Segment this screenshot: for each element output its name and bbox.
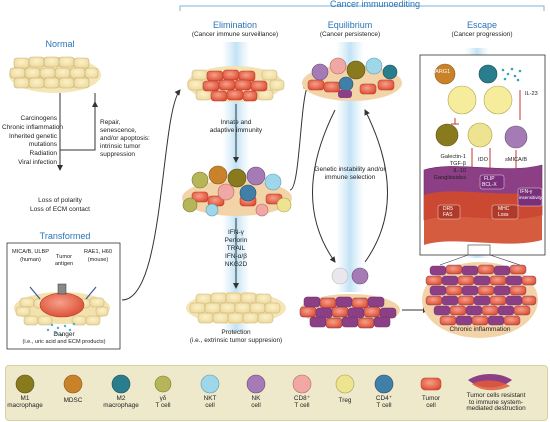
escape-tumor-mass (422, 244, 538, 338)
elimination-immune-cluster (182, 165, 292, 217)
mouse-label: (mouse) (87, 257, 109, 263)
smica-label: sMICA/B (505, 157, 528, 163)
repair-4: intrinsic tumor (100, 143, 141, 150)
tumor-label: Tumor (56, 254, 72, 260)
transformed-box (6, 242, 121, 350)
innate-2: adaptive immunity (209, 127, 263, 134)
elimination-title: Elimination (212, 20, 258, 30)
fas-label: FAS (443, 212, 453, 218)
protection-sub: (i.e., extrinsic tumor suppresion) (189, 337, 283, 344)
immunoediting-bracket (179, 5, 545, 11)
cyto-ifnab: IFN-α/β (225, 253, 247, 260)
protection-label: Protection (221, 329, 251, 336)
repair-2: senescence, (100, 127, 137, 134)
innate-1: Innate and (220, 119, 252, 126)
arg1-label: ARG1 (435, 69, 451, 75)
ifn-insens-2: insensitivity (519, 195, 543, 200)
human-label: (human) (20, 257, 41, 263)
danger-label: Danger (53, 331, 75, 338)
left-arrows (57, 93, 98, 171)
cyto-nkg2d: NKG2D (224, 261, 248, 268)
elimination-protection-tissue (186, 292, 286, 324)
legend-cd4-label: CD4⁺T cell (375, 395, 393, 409)
genetic-2: immune selection (324, 174, 376, 181)
ifn-insens-1: IFN-γ (520, 189, 533, 195)
arrow-to-elimination (121, 89, 181, 301)
repair-3: and/or apoptosis: (100, 135, 150, 142)
normal-title: Normal (45, 39, 75, 49)
bclx-label: BCL-X (482, 182, 497, 188)
legend-cd8-label: CD8⁺T cell (293, 395, 311, 409)
equilibrium-subtitle: (Cancer persistence) (319, 31, 381, 38)
cause-viral: Viral infection (18, 159, 57, 166)
cyto-ifng: IFN-γ (228, 229, 244, 236)
equilibrium-bottom-cells (299, 267, 400, 329)
dr5-label: DR5 (443, 206, 454, 212)
elimination-subtitle: (Cancer immune surveillance) (191, 31, 279, 38)
mica-label: MICA/B, ULBP (12, 249, 49, 255)
loss-label: Loss (498, 212, 509, 218)
gangliosides: Gangliosides (433, 175, 466, 181)
elimination-top-tissue (187, 66, 285, 102)
ido-label: IDO (478, 157, 488, 163)
cause-carcinogens: Carcinogens (20, 115, 58, 122)
cause-radiation: Radiation (29, 150, 57, 157)
tgfb: TGF-β (449, 161, 466, 167)
escape-box (419, 54, 546, 256)
escape-title: Escape (466, 20, 498, 30)
il10: IL-10 (453, 168, 466, 174)
galectin: Galectin-1 (440, 154, 467, 160)
chronic-inflammation-label: Chronic inflammation (449, 326, 511, 333)
flip-label: FLIP (484, 176, 495, 182)
equilibrium-title: Equilibrium (327, 20, 373, 30)
loss-ecm: Loss of ECM contact (30, 206, 90, 213)
genetic-1: Genetic instability and/or (314, 166, 386, 173)
escape-subtitle: (Cancer progression) (451, 31, 513, 38)
cause-inherited: Inherited genetic (8, 133, 57, 140)
mhc-label: MHC (498, 206, 510, 212)
normal-tissue (9, 56, 101, 93)
repair-5: suppression (100, 151, 136, 158)
legend-mdsc-label: MDSC (63, 397, 83, 404)
equilibrium-cycle-arrows (312, 109, 388, 263)
repair-1: Repair, (100, 119, 121, 126)
il23-label: IL-23 (525, 91, 538, 97)
antigen-label: antigen (54, 261, 74, 267)
cause-chronic-inflammation: Chronic inflammation (2, 124, 64, 131)
cyto-perforin: Perforin (224, 237, 248, 244)
cyto-trail: TRAIL (226, 245, 246, 252)
legend-box (5, 365, 548, 421)
equilibrium-top-cluster (302, 57, 402, 101)
loss-polarity: Loss of polarity (38, 197, 82, 204)
cancer-immunoediting-title: Cancer immunoediting (329, 0, 421, 9)
elimination-arrows (233, 84, 309, 289)
legend-treg-label: Treg (338, 397, 352, 404)
transformed-title: Transformed (39, 231, 91, 241)
cause-mutations: mutations (28, 141, 57, 148)
danger-detail: (i.e., uric acid and ECM products) (22, 339, 106, 345)
rae-label: RAE1, H60 (84, 249, 112, 255)
